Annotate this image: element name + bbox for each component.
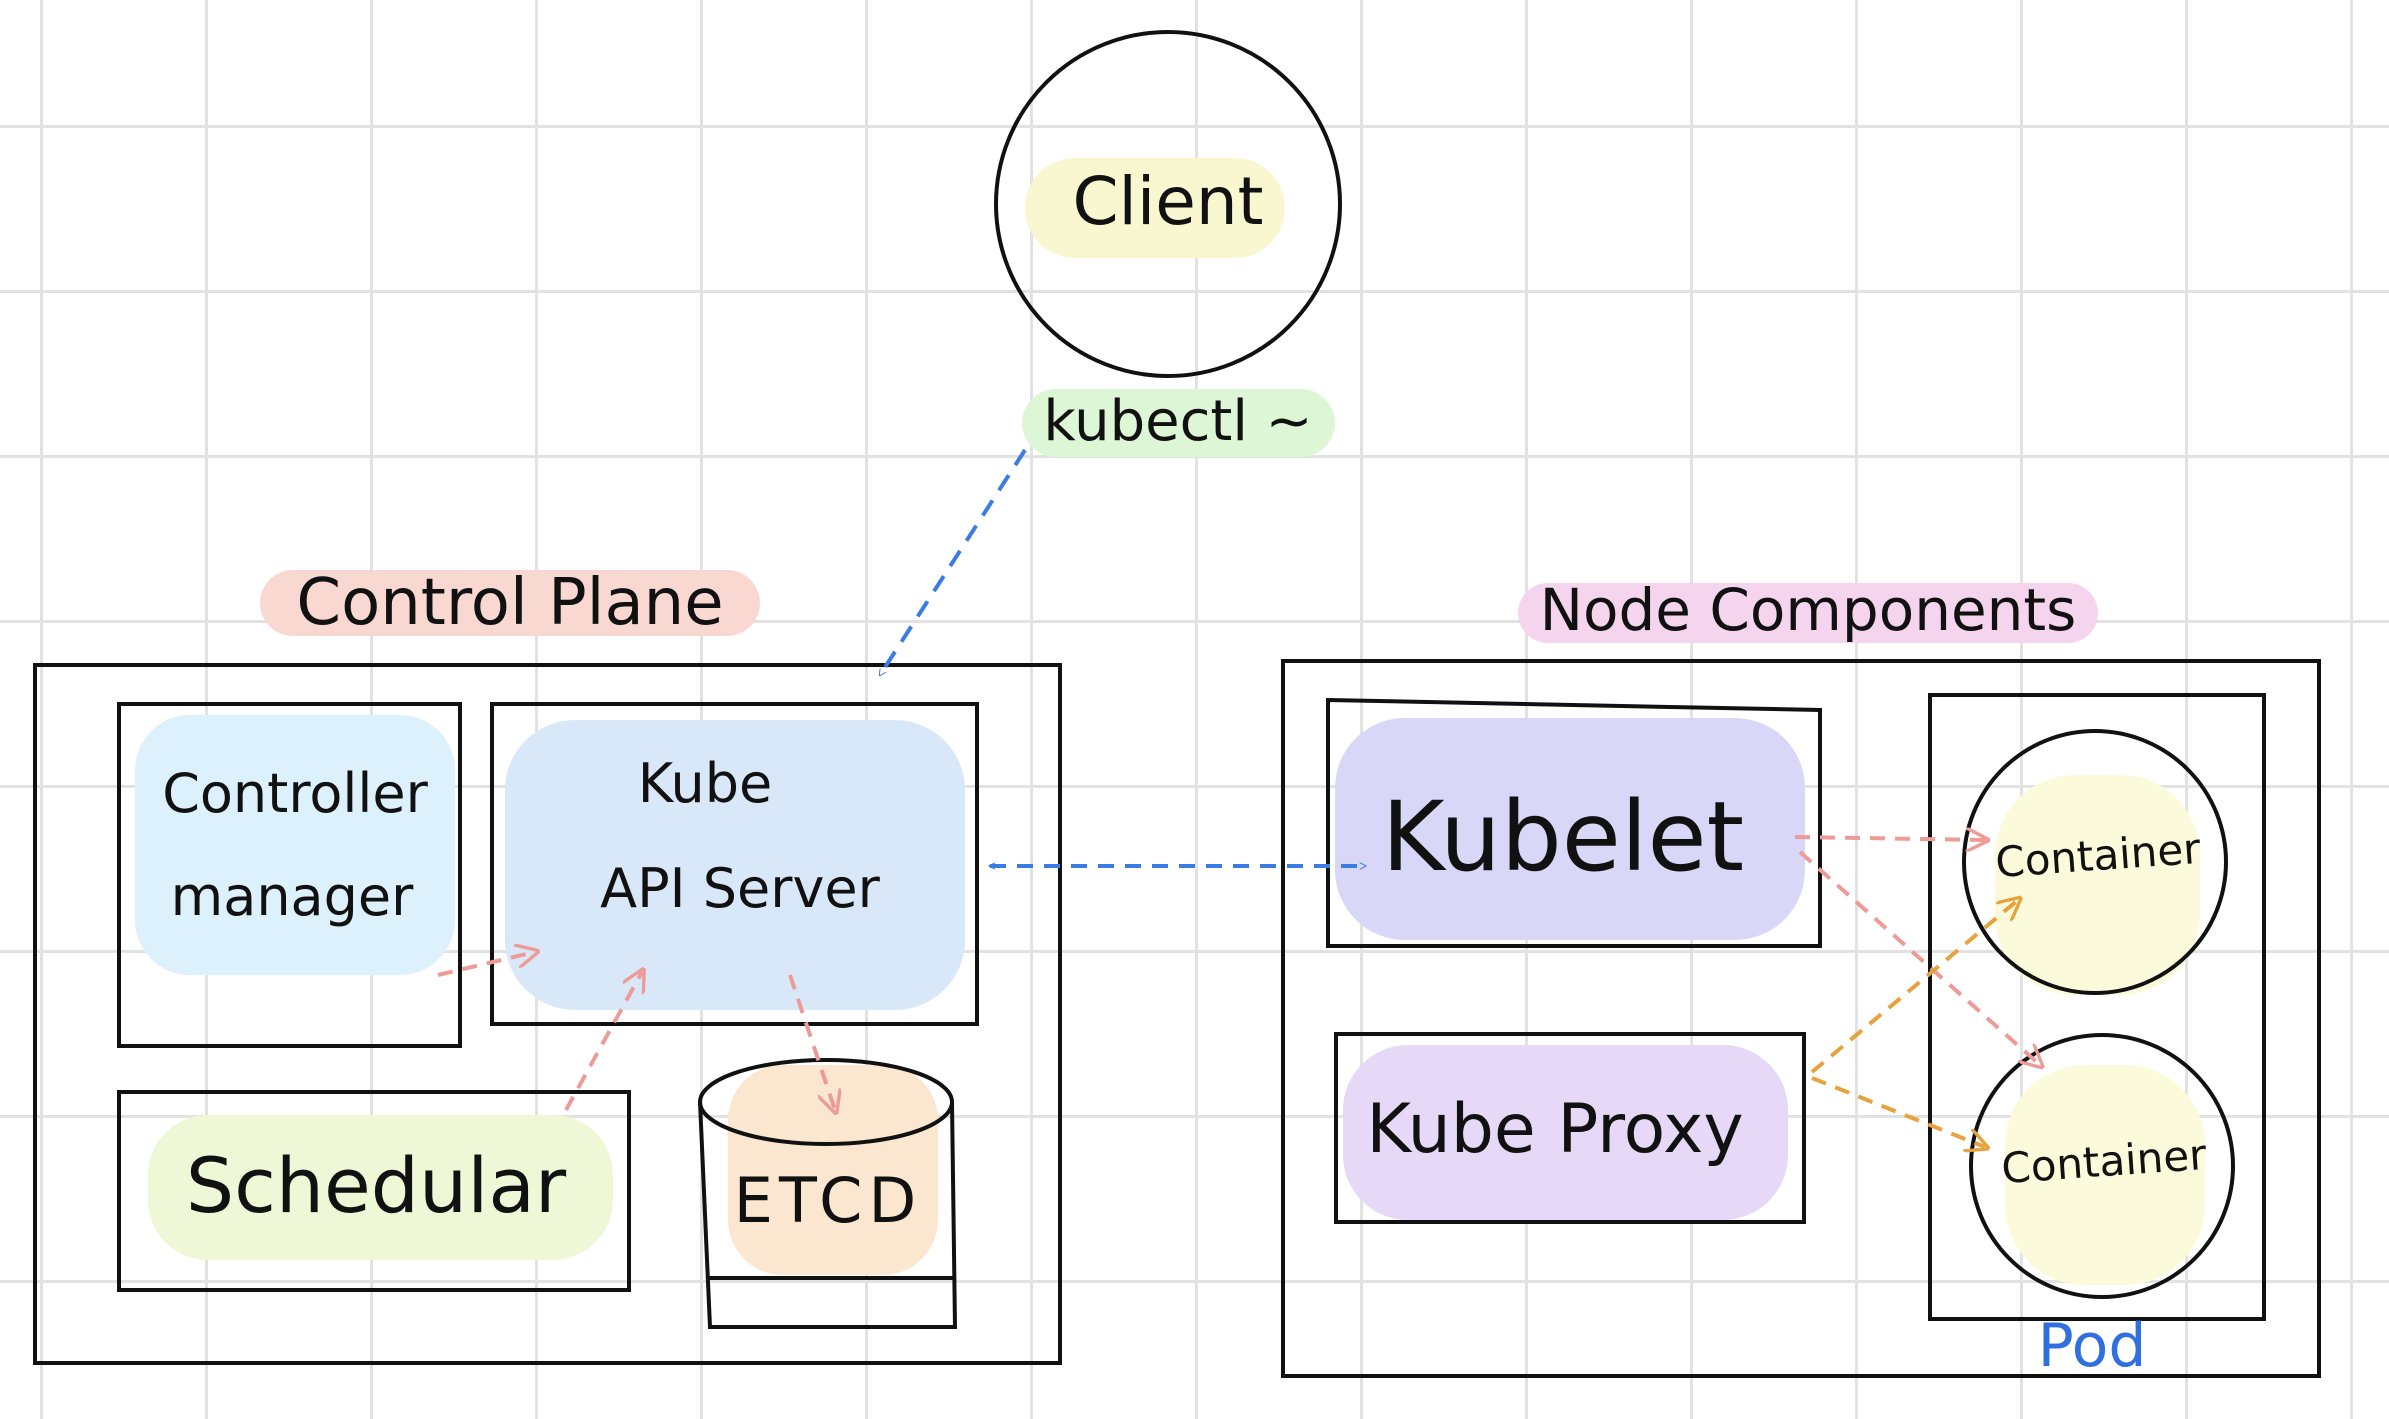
node-components-title-highlight [1518, 583, 2098, 643]
container-top-circle [1962, 729, 2228, 995]
controller-manager-highlight [135, 715, 455, 975]
kube-api-server: Kube API Server [490, 702, 979, 1026]
container-top-highlight [1995, 775, 2200, 995]
control-plane-box [33, 663, 1062, 1365]
etcd-highlight [728, 1065, 938, 1275]
arrow-kubelet-to-container-bottom [1798, 850, 2040, 1065]
container-bottom: Container [1969, 1033, 2235, 1299]
control-plane-group: Control Plane Controller manager Kube AP… [33, 566, 1062, 1365]
arrow-scheduler-to-api-server [564, 972, 642, 1111]
kubectl-command: kubectl ~ [1022, 389, 1335, 457]
pod-box [1928, 693, 2266, 1321]
controller-manager-label-line1: Controller [162, 762, 428, 825]
kubelet-highlight [1335, 718, 1805, 940]
api-server-label-line1: Kube [638, 752, 772, 815]
kubectl-label: kubectl ~ [1043, 389, 1312, 454]
scheduler-label: Schedular [186, 1141, 567, 1230]
arrow-controller-to-api-server [437, 952, 535, 977]
container-bottom-circle [1969, 1033, 2235, 1299]
api-server-highlight [505, 720, 965, 1010]
kubelet: Kubelet [1326, 697, 1822, 948]
etcd-cylinder-top [698, 1058, 954, 1146]
control-plane-title: Control Plane [296, 566, 723, 640]
scheduler-box [117, 1090, 631, 1292]
pod-label: Pod [2038, 1311, 2147, 1381]
scheduler-highlight [148, 1115, 613, 1260]
scheduler: Schedular [117, 1090, 631, 1292]
container-top: Container [1962, 729, 2228, 995]
controller-manager: Controller manager [117, 702, 462, 1048]
etcd: ETCD [698, 1058, 958, 1329]
controller-manager-label-line2: manager [171, 865, 415, 928]
node-components-group: Node Components Kubelet Kube Proxy Pod C… [1281, 576, 2321, 1381]
etcd-cylinder [698, 1101, 958, 1329]
controller-manager-box [117, 702, 462, 1048]
control-plane-title-highlight [260, 570, 760, 636]
client-node: Client [994, 30, 1342, 378]
kubectl-highlight [1022, 389, 1335, 457]
arrow-kubectl-to-api-server [878, 448, 1027, 675]
kube-proxy-box [1334, 1032, 1806, 1224]
kubelet-label: Kubelet [1382, 781, 1744, 893]
arrow-kubelet-to-container-top [1794, 837, 1985, 840]
etcd-label: ETCD [734, 1164, 922, 1237]
api-server-label-line2: API Server [600, 857, 880, 920]
container-bottom-highlight [2005, 1065, 2205, 1285]
kube-proxy: Kube Proxy [1334, 1032, 1806, 1224]
pod: Pod Container Container [1928, 693, 2266, 1381]
client-circle [994, 30, 1342, 378]
client-highlight [1025, 158, 1285, 258]
kube-proxy-highlight [1343, 1045, 1788, 1220]
arrow-proxy-to-container-top [1810, 900, 2018, 1074]
api-server-box [490, 702, 979, 1026]
kube-proxy-label: Kube Proxy [1366, 1090, 1743, 1169]
arrows [437, 448, 2040, 1147]
arrow-proxy-to-container-bottom [1811, 1076, 1985, 1147]
node-components-box [1281, 659, 2321, 1378]
node-components-title: Node Components [1540, 576, 2077, 644]
client-label: Client [1072, 163, 1263, 240]
